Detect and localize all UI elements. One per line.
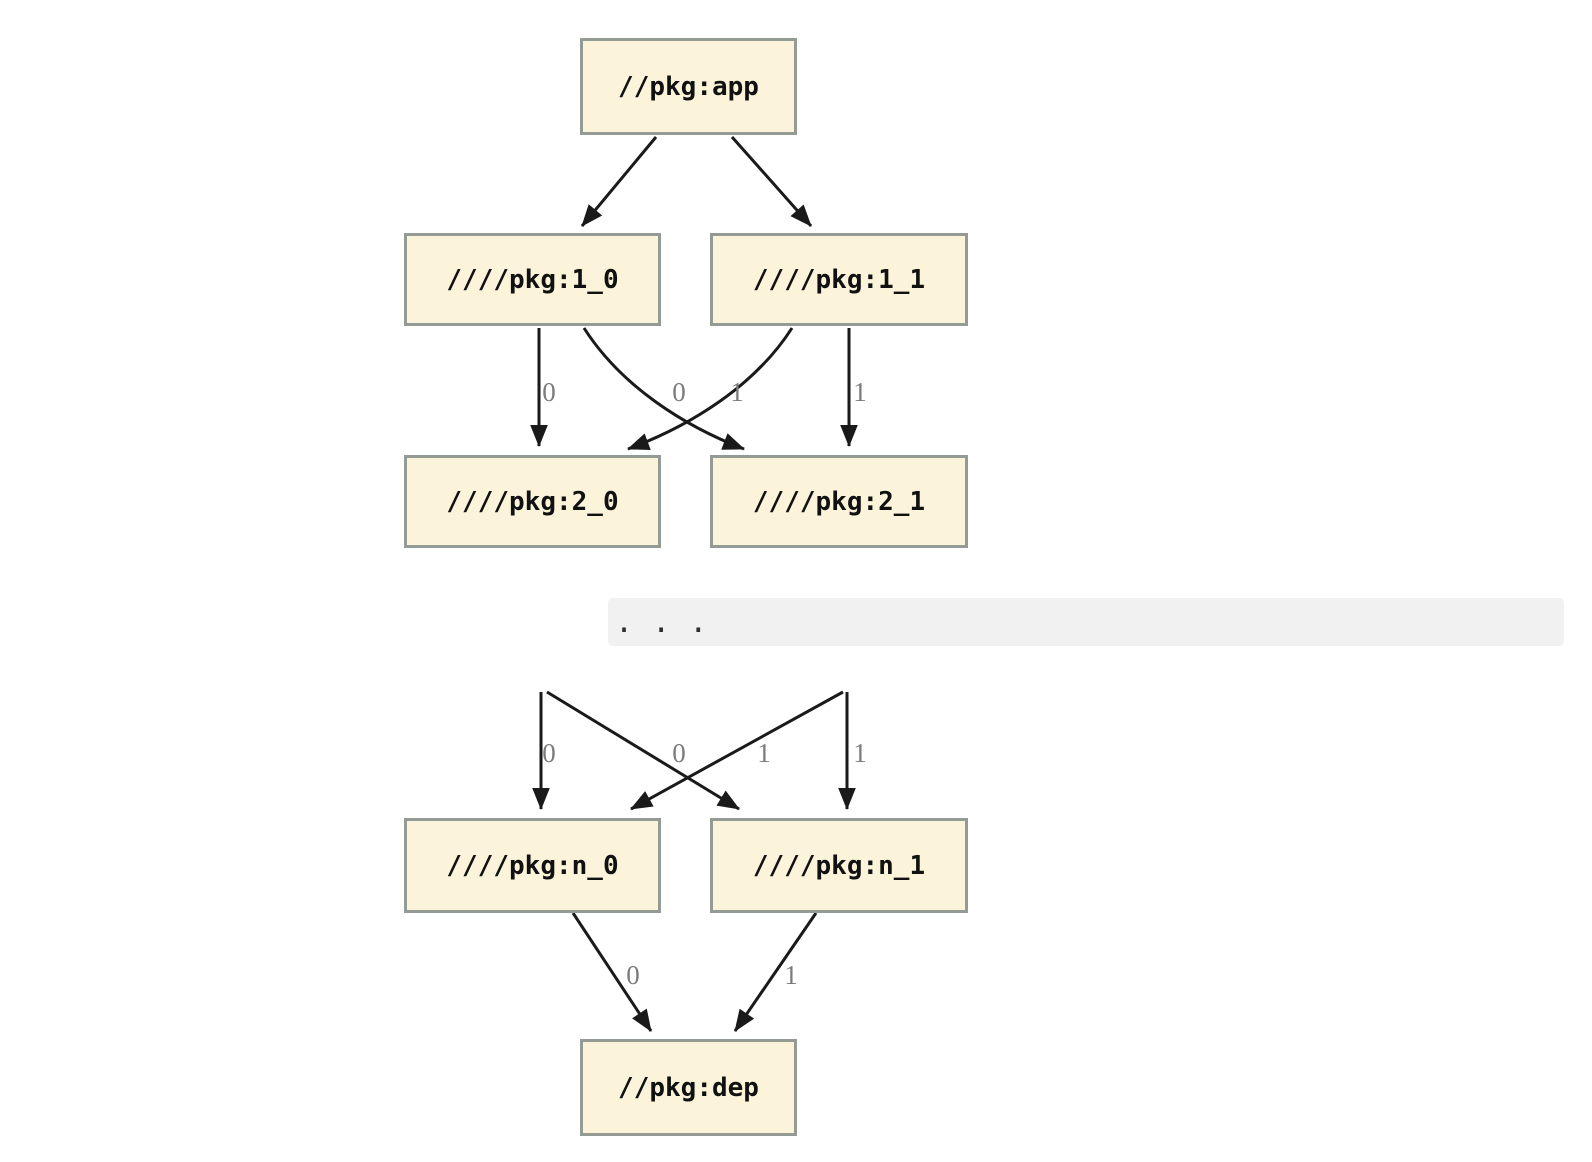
node-pkg-1-1: ////pkg:1_1 <box>710 233 968 326</box>
edge-label: 0 <box>542 738 556 768</box>
node-pkg-2-0: ////pkg:2_0 <box>404 455 661 548</box>
node-label: ////pkg:2_0 <box>446 486 619 517</box>
edge-1_1-to-2_0 <box>627 327 794 451</box>
edge-label: 1 <box>853 377 867 407</box>
edge-label: 0 <box>672 738 686 768</box>
edge-1_0-to-2_1 <box>582 327 745 451</box>
edge-elided-to-n_1-left <box>546 690 740 811</box>
edge-label: 1 <box>784 960 798 990</box>
edge-label: 1 <box>853 738 867 768</box>
node-label: ////pkg:n_0 <box>446 850 619 881</box>
edge-elided-to-n_0-right <box>630 690 844 811</box>
edge-label: 0 <box>542 377 556 407</box>
edge-app-to-1_1 <box>730 136 813 227</box>
node-label: //pkg:app <box>618 71 759 102</box>
node-pkg-1-0: ////pkg:1_0 <box>404 233 661 326</box>
edge-n_0-to-dep <box>571 912 653 1032</box>
node-label: ////pkg:1_1 <box>752 264 926 295</box>
node-label: ////pkg:2_1 <box>752 486 926 517</box>
edge-label: 1 <box>730 377 744 407</box>
node-pkg-n-0: ////pkg:n_0 <box>404 818 661 913</box>
node-label: //pkg:dep <box>618 1072 759 1103</box>
edge-label: 0 <box>626 960 640 990</box>
node-label: ////pkg:1_0 <box>446 264 619 295</box>
edge-label: 1 <box>757 738 771 768</box>
node-pkg-2-1: ////pkg:2_1 <box>710 455 968 548</box>
ellipsis-text: . . . <box>615 604 708 640</box>
edge-label: 0 <box>672 377 686 407</box>
edge-app-to-1_0 <box>580 136 658 227</box>
node-label: ////pkg:n_1 <box>752 850 926 881</box>
edge-n_1-to-dep <box>733 912 818 1032</box>
ellipsis-band: . . . <box>608 598 1564 646</box>
node-pkg-n-1: ////pkg:n_1 <box>710 818 968 913</box>
node-pkg-app: //pkg:app <box>580 38 797 135</box>
node-pkg-dep: //pkg:dep <box>580 1039 797 1136</box>
